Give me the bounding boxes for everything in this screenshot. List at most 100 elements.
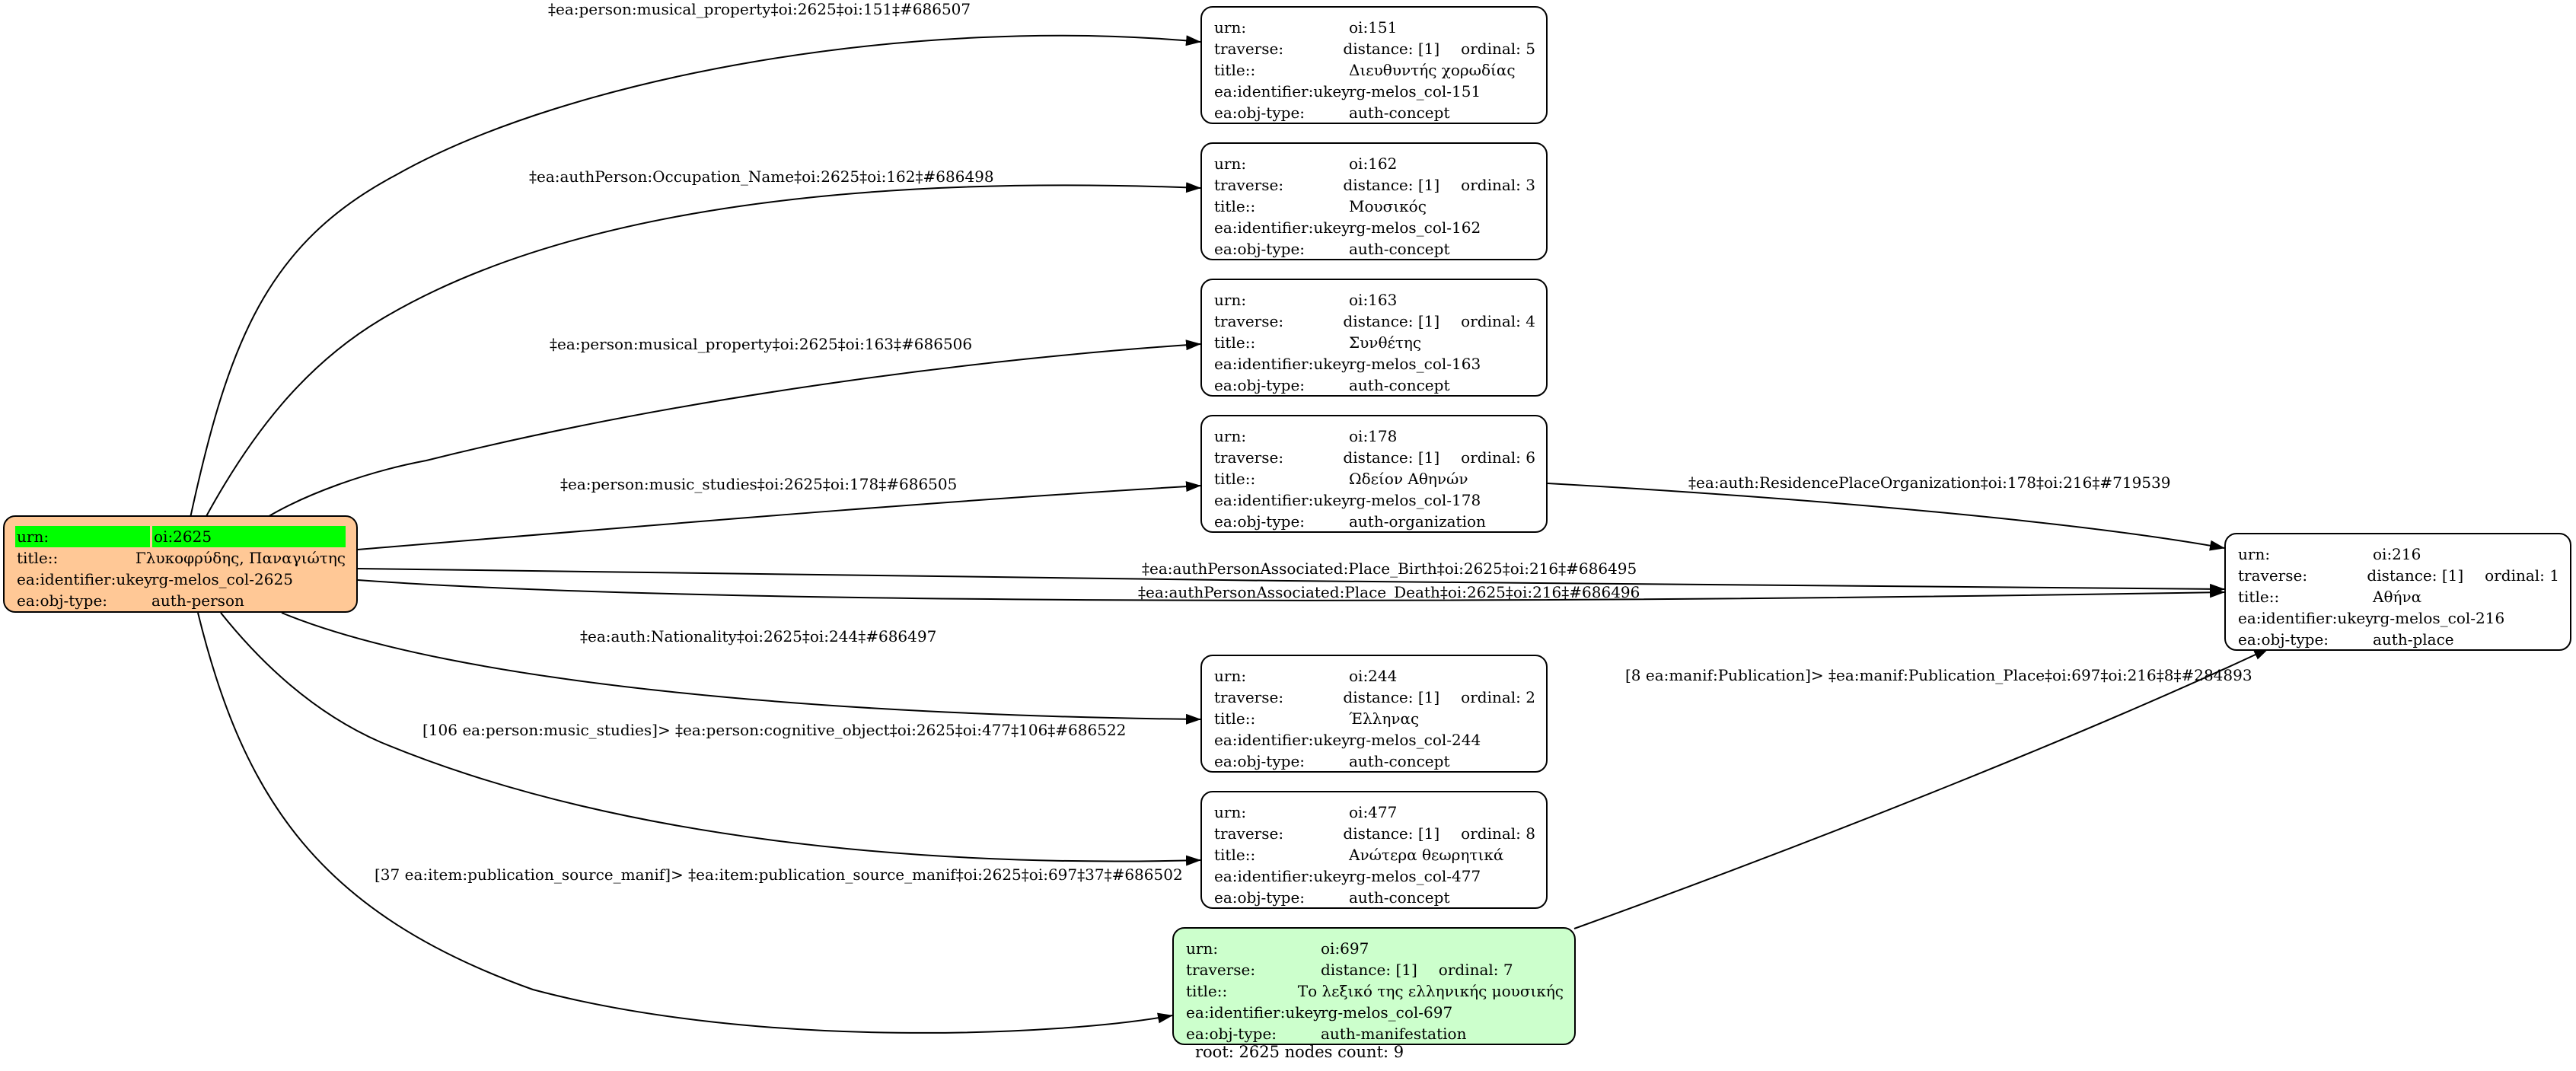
field-label: ea:obj-type: [1214,104,1306,122]
node-row-type: ea:obj-type:auth-manifestation [1184,1023,1564,1044]
field-label: ea:identifier:ukey [2238,609,2374,627]
node-row-type: ea:obj-type: auth-concept [1213,375,1535,396]
node-row-title: title::Ανώτερα θεωρητικά [1213,844,1535,865]
edge-697-216 [1573,648,2269,929]
field-label: title:: [1214,846,1256,864]
field-value: oi:216 [2373,545,2421,563]
field-label: urn: [1214,291,1247,309]
ordinal-value: ordinal: 2 [1461,688,1535,706]
ordinal-value: ordinal: 8 [1461,824,1535,843]
ordinal-value: ordinal: 1 [2485,566,2559,585]
node-697[interactable]: urn:oi:697 traverse:distance: [1]ordinal… [1172,927,1576,1045]
node-row-title: title::Ωδείον Αθηνών [1213,468,1535,489]
field-label: ea:obj-type: [2238,630,2329,649]
field-label: urn: [1214,803,1247,821]
node-row-type: ea:obj-type:auth-concept [1213,238,1535,260]
field-label: title:: [1186,982,1228,1000]
field-value: auth-place [2373,630,2454,649]
field-value: oi:244 [1349,667,1398,685]
distance-value: distance: [1] [2367,566,2464,585]
field-value: Το λεξικό της ελληνικής μουσικής [1297,982,1564,1000]
edge-label: ‡ea:auth:ResidencePlaceOrganization‡oi:1… [1688,473,2171,492]
field-label: ea:obj-type: [1214,512,1306,531]
field-value: rg-melos_col-477 [1349,867,1481,885]
distance-value: distance: [1] [1343,312,1440,330]
field-label: traverse: [1214,176,1284,194]
node-216[interactable]: urn:oi:216 traverse:distance: [1]ordinal… [2224,533,2571,651]
field-value: oi:2625 [152,526,346,547]
field-value: oi:162 [1349,155,1398,173]
field-label: ea:identifier:ukey [1214,867,1350,885]
field-label: title:: [2238,588,2280,606]
edge-label: ‡ea:person:music_studies‡oi:2625‡oi:178‡… [560,475,958,493]
node-151[interactable]: urn:oi:151 traverse:distance: [1]ordinal… [1200,6,1548,124]
field-value: oi:163 [1349,291,1398,309]
field-label: title:: [17,549,59,567]
node-row-type: ea:obj-type:auth-organization [1213,511,1535,532]
field-value: distance: [1]ordinal: 5 [1341,38,1535,59]
field-label: traverse: [1214,824,1284,843]
edge-2625-151 [190,34,1201,518]
node-row-traverse: traverse:distance: [1]ordinal: 1 [2236,565,2559,586]
edge-2625-178 [357,481,1201,550]
field-value: auth-concept [1349,240,1450,258]
field-label: ea:identifier:ukey [17,570,153,588]
field-label: title:: [1214,709,1256,728]
field-value: Έλληνας [1349,709,1420,728]
field-value: distance: [1] ordinal: 6 [1341,447,1535,468]
distance-value: distance: [1] [1343,448,1440,467]
edge-label: ‡ea:authPersonAssociated:Place_Death‡oi:… [1138,583,1640,601]
node-row-urn: urn: oi:244 [1213,665,1535,687]
edge-2625-162 [205,182,1201,518]
node-row-urn: urn: oi:162 [1213,153,1535,174]
node-163[interactable]: urn:oi:163 traverse:distance: [1]ordinal… [1200,279,1548,397]
ordinal-value: ordinal: 6 [1461,448,1535,467]
field-label: ea:obj-type: [1214,376,1306,394]
node-row-urn: urn:oi:2625 [15,526,346,547]
field-label: urn: [1214,427,1247,445]
field-label: ea:identifier:ukey [1214,218,1350,237]
edge-178-216 [1547,483,2225,551]
field-value: Συνθέτης [1349,333,1422,352]
edge-label: ‡ea:authPersonAssociated:Place_Birth‡oi:… [1142,559,1637,578]
ordinal-value: ordinal: 3 [1461,176,1535,194]
node-477[interactable]: urn:oi:477 traverse:distance: [1]ordinal… [1200,791,1548,909]
node-row-title: title::Το λεξικό της ελληνικής μουσικής [1184,980,1564,1002]
node-244[interactable]: urn:oi:244 traverse:distance: [1]ordinal… [1200,655,1548,773]
node-row-type: ea:obj-type:auth-concept [1213,102,1535,123]
node-row-type: ea:obj-type:auth-concept [1213,887,1535,908]
field-label: traverse: [1214,448,1284,467]
node-root-2625[interactable]: urn:oi:2625 title::Γλυκοφρύδης, Παναγιώτ… [3,515,358,613]
field-label: urn: [1214,667,1247,685]
ordinal-value: ordinal: 5 [1461,40,1535,58]
field-value: rg-melos_col-162 [1349,218,1481,237]
edge-label: [37 ea:item:publication_source_manif]> ‡… [375,865,1183,884]
field-value: distance: [1]ordinal: 8 [1341,823,1535,844]
edge-label: ‡ea:person:musical_property‡oi:2625‡oi:1… [550,335,973,353]
node-row-urn: urn:oi:697 [1184,938,1564,959]
node-162[interactable]: urn:oi:162 traverse:distance: [1]ordinal… [1200,142,1548,260]
field-value: Ωδείον Αθηνών [1349,470,1468,488]
field-label: ea:identifier:ukey [1214,731,1350,749]
node-row-title: title::Γλυκοφρύδης, Παναγιώτης [15,547,346,569]
field-label: ea:obj-type: [1214,888,1306,907]
edge-2625-216-death [357,579,2225,601]
node-row-urn: urn: oi:163 [1213,289,1535,311]
field-value: Διευθυντής χορωδίας [1349,61,1516,79]
field-value: auth-concept [1349,376,1450,394]
field-label: ea:obj-type: [1186,1025,1277,1043]
field-value: rg-melos_col-151 [1349,82,1481,100]
ordinal-value: ordinal: 4 [1461,312,1535,330]
node-178[interactable]: urn:oi:178 traverse:distance: [1]ordinal… [1200,415,1548,533]
field-label: urn: [1214,155,1247,173]
node-row-urn: urn:oi:151 [1213,17,1535,38]
field-value: distance: [1]ordinal: 2 [1341,687,1535,708]
field-value: Μουσικός [1349,197,1427,215]
